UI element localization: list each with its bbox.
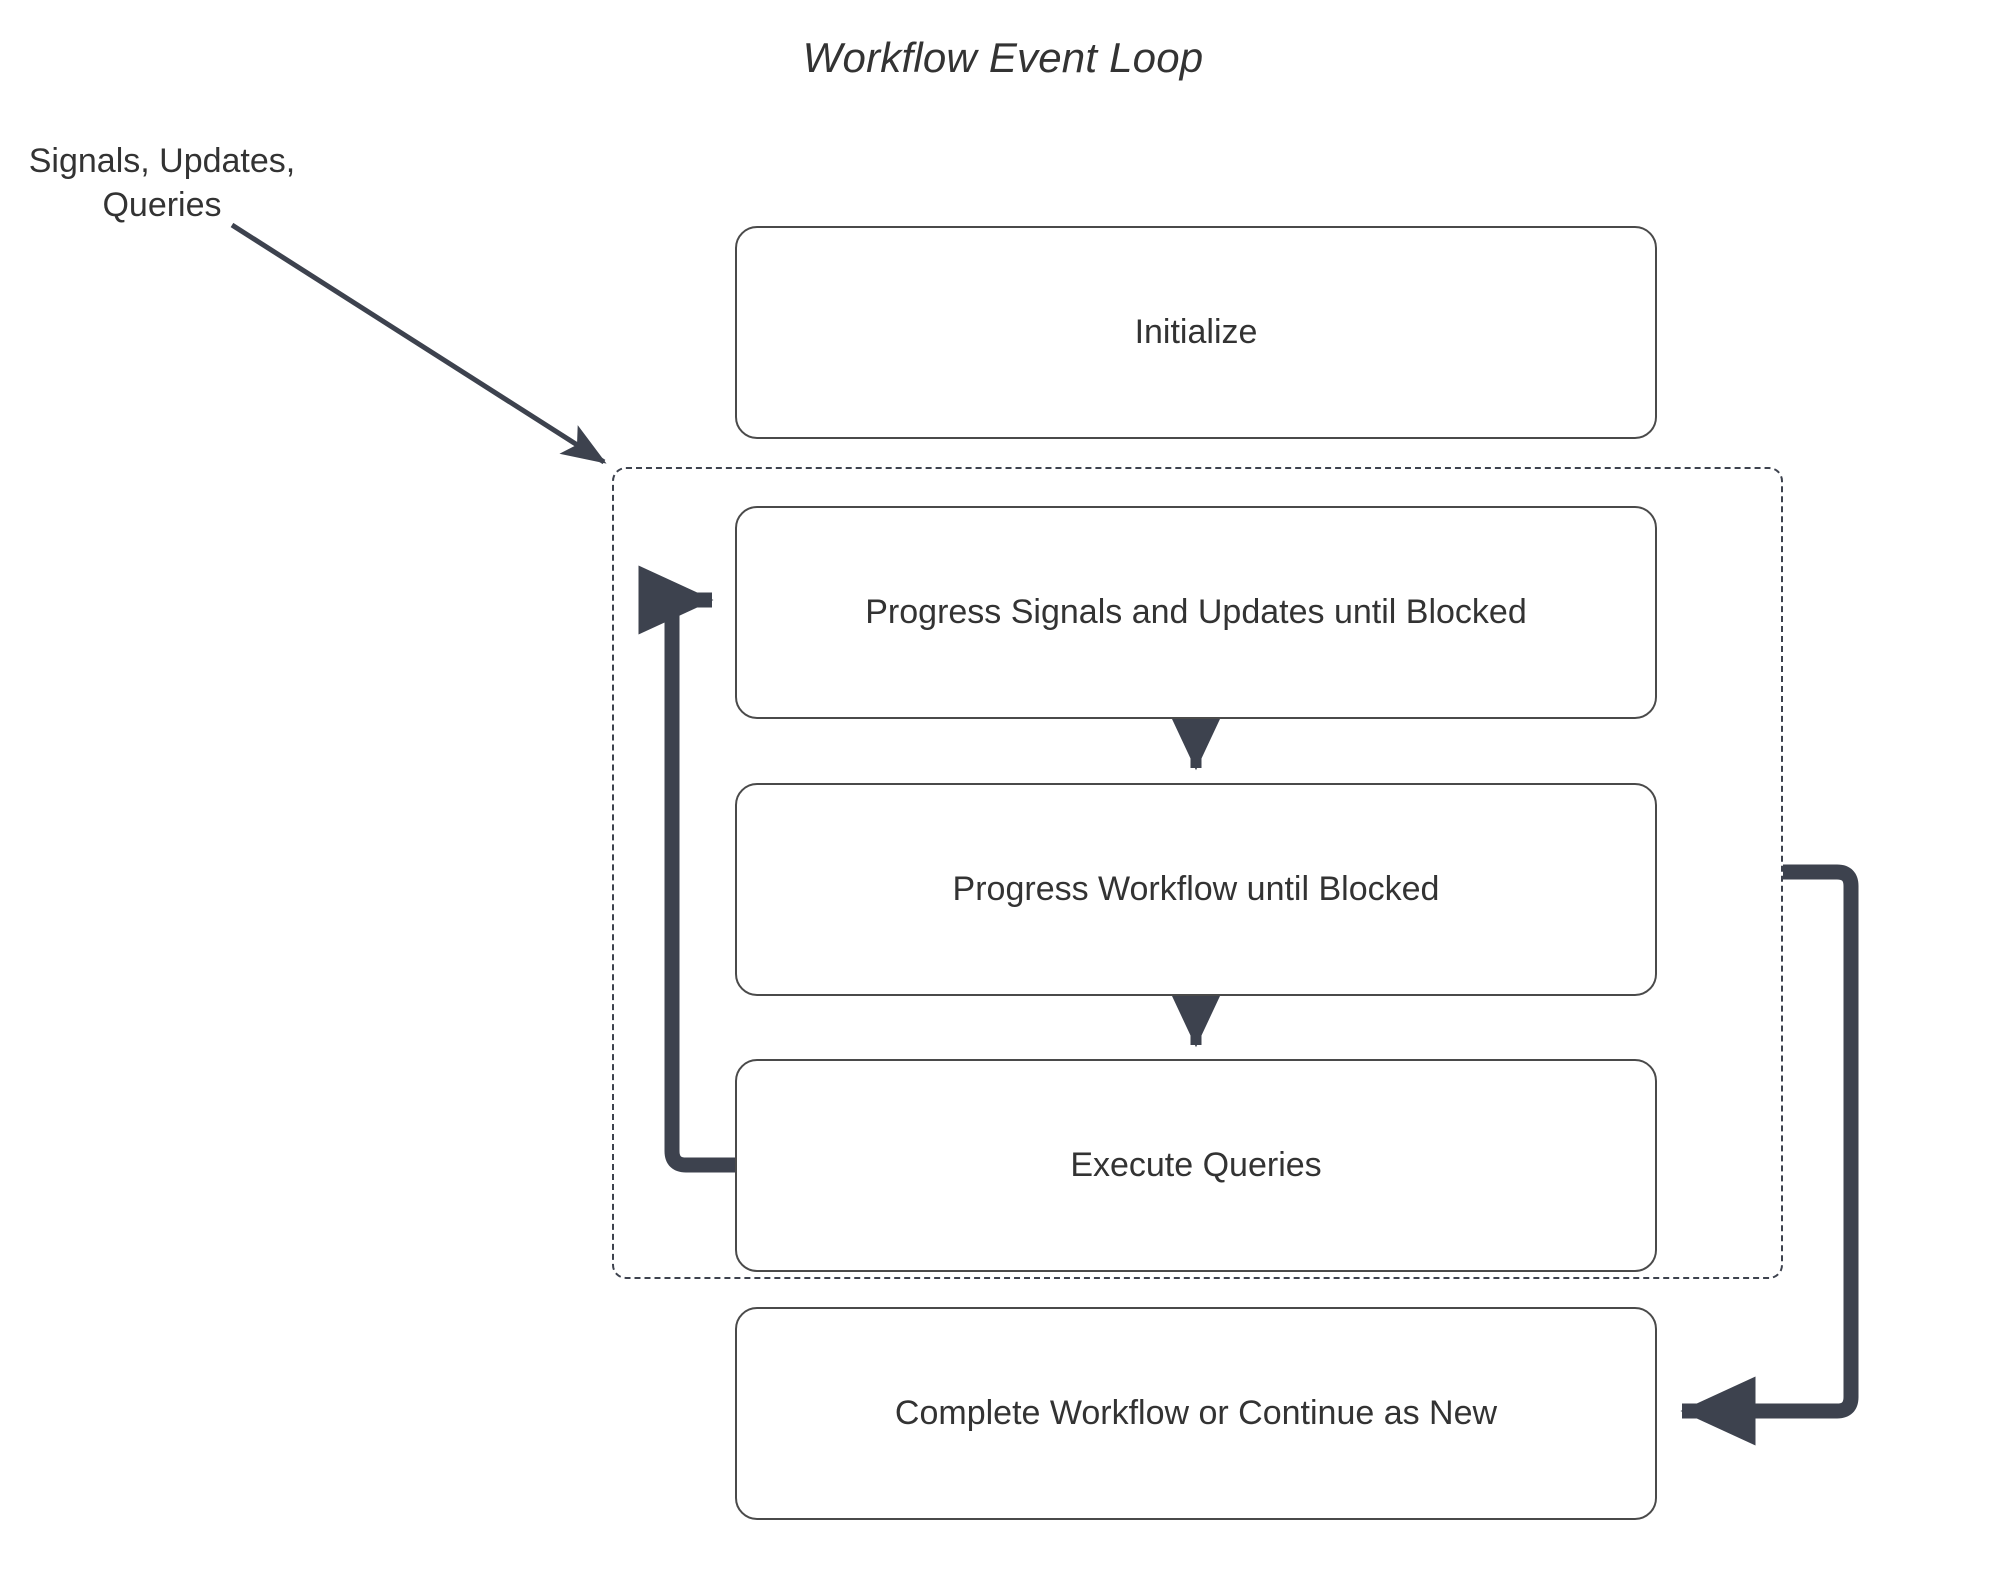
node-complete-workflow[interactable]: Complete Workflow or Continue as New <box>735 1307 1657 1520</box>
node-initialize-label: Initialize <box>1134 313 1258 352</box>
node-progress-signals-label: Progress Signals and Updates until Block… <box>865 593 1527 632</box>
node-progress-workflow-label: Progress Workflow until Blocked <box>952 870 1440 909</box>
node-initialize[interactable]: Initialize <box>735 226 1657 439</box>
node-progress-signals[interactable]: Progress Signals and Updates until Block… <box>735 506 1657 719</box>
external-input-label: Signals, Updates, Queries <box>28 142 296 224</box>
node-execute-queries-label: Execute Queries <box>1070 1146 1322 1185</box>
node-execute-queries[interactable]: Execute Queries <box>735 1059 1657 1272</box>
page-title: Workflow Event Loop <box>802 34 1204 81</box>
edge-signals-to-loop <box>230 222 607 465</box>
node-progress-workflow[interactable]: Progress Workflow until Blocked <box>735 783 1657 996</box>
node-complete-workflow-label: Complete Workflow or Continue as New <box>894 1394 1498 1433</box>
